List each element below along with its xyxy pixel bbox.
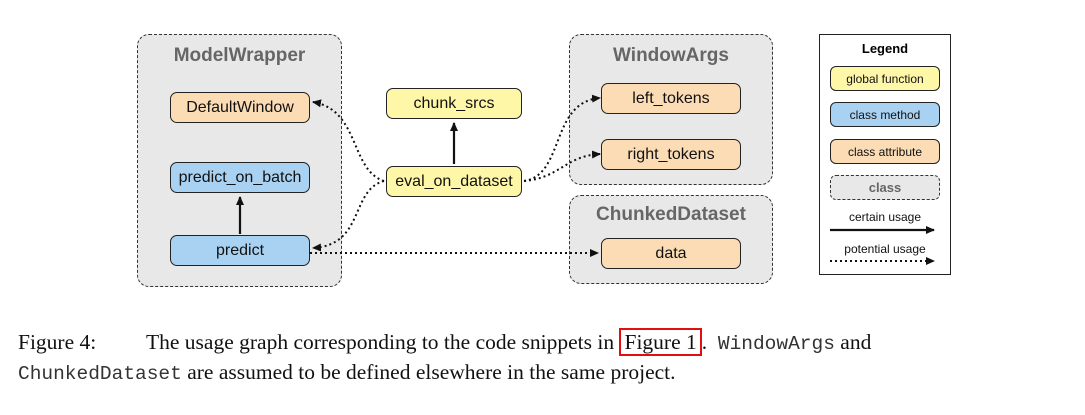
- figure-1-link[interactable]: Figure 1: [619, 328, 702, 356]
- legend: Legend global function class method clas…: [819, 34, 951, 275]
- caption-text-4: are assumed to be defined elsewhere in t…: [181, 360, 676, 384]
- node-chunk-srcs: chunk_srcs: [386, 88, 522, 119]
- node-predict: predict: [170, 235, 310, 266]
- class-title-chunked-dataset: ChunkedDataset: [596, 204, 746, 225]
- legend-potential-usage-label: potential usage: [844, 242, 926, 256]
- caption-code-chunked-dataset: ChunkedDataset: [18, 363, 182, 385]
- usage-graph-diagram: ModelWrapper WindowArgs ChunkedDataset D…: [137, 34, 951, 287]
- edge-eval-to-right-tokens: [523, 150, 601, 182]
- legend-global-function: global function: [830, 66, 940, 91]
- node-right-tokens: right_tokens: [601, 139, 741, 170]
- edge-eval-to-predict: [312, 180, 385, 252]
- legend-certain-usage-label: certain usage: [848, 210, 922, 224]
- node-data: data: [601, 238, 741, 269]
- edge-eval-to-left-tokens: [523, 94, 601, 182]
- legend-class: class: [830, 175, 940, 200]
- usage-edges: [236, 94, 601, 257]
- node-left-tokens: left_tokens: [601, 83, 741, 114]
- node-predict-on-batch: predict_on_batch: [170, 162, 310, 193]
- node-eval-on-dataset: eval_on_dataset: [386, 166, 522, 197]
- figure-caption: Figure 4: The usage graph corresponding t…: [18, 328, 1076, 388]
- class-title-window-args: WindowArgs: [613, 45, 729, 66]
- legend-class-method: class method: [830, 102, 940, 127]
- class-title-model-wrapper: ModelWrapper: [173, 45, 306, 66]
- legend-certain-usage-line: [830, 226, 935, 234]
- legend-class-attribute: class attribute: [830, 139, 940, 164]
- edge-eval-to-default-window: [312, 99, 385, 182]
- legend-title: Legend: [861, 41, 909, 56]
- caption-label: Figure 4:: [18, 330, 97, 354]
- caption-text-2: .: [701, 330, 713, 354]
- legend-potential-usage-line: [830, 257, 935, 265]
- caption-code-window-args: WindowArgs: [717, 333, 835, 355]
- node-default-window: DefaultWindow: [170, 92, 310, 123]
- caption-text-1: The usage graph corresponding to the cod…: [146, 330, 620, 354]
- caption-text-3: and: [834, 330, 872, 354]
